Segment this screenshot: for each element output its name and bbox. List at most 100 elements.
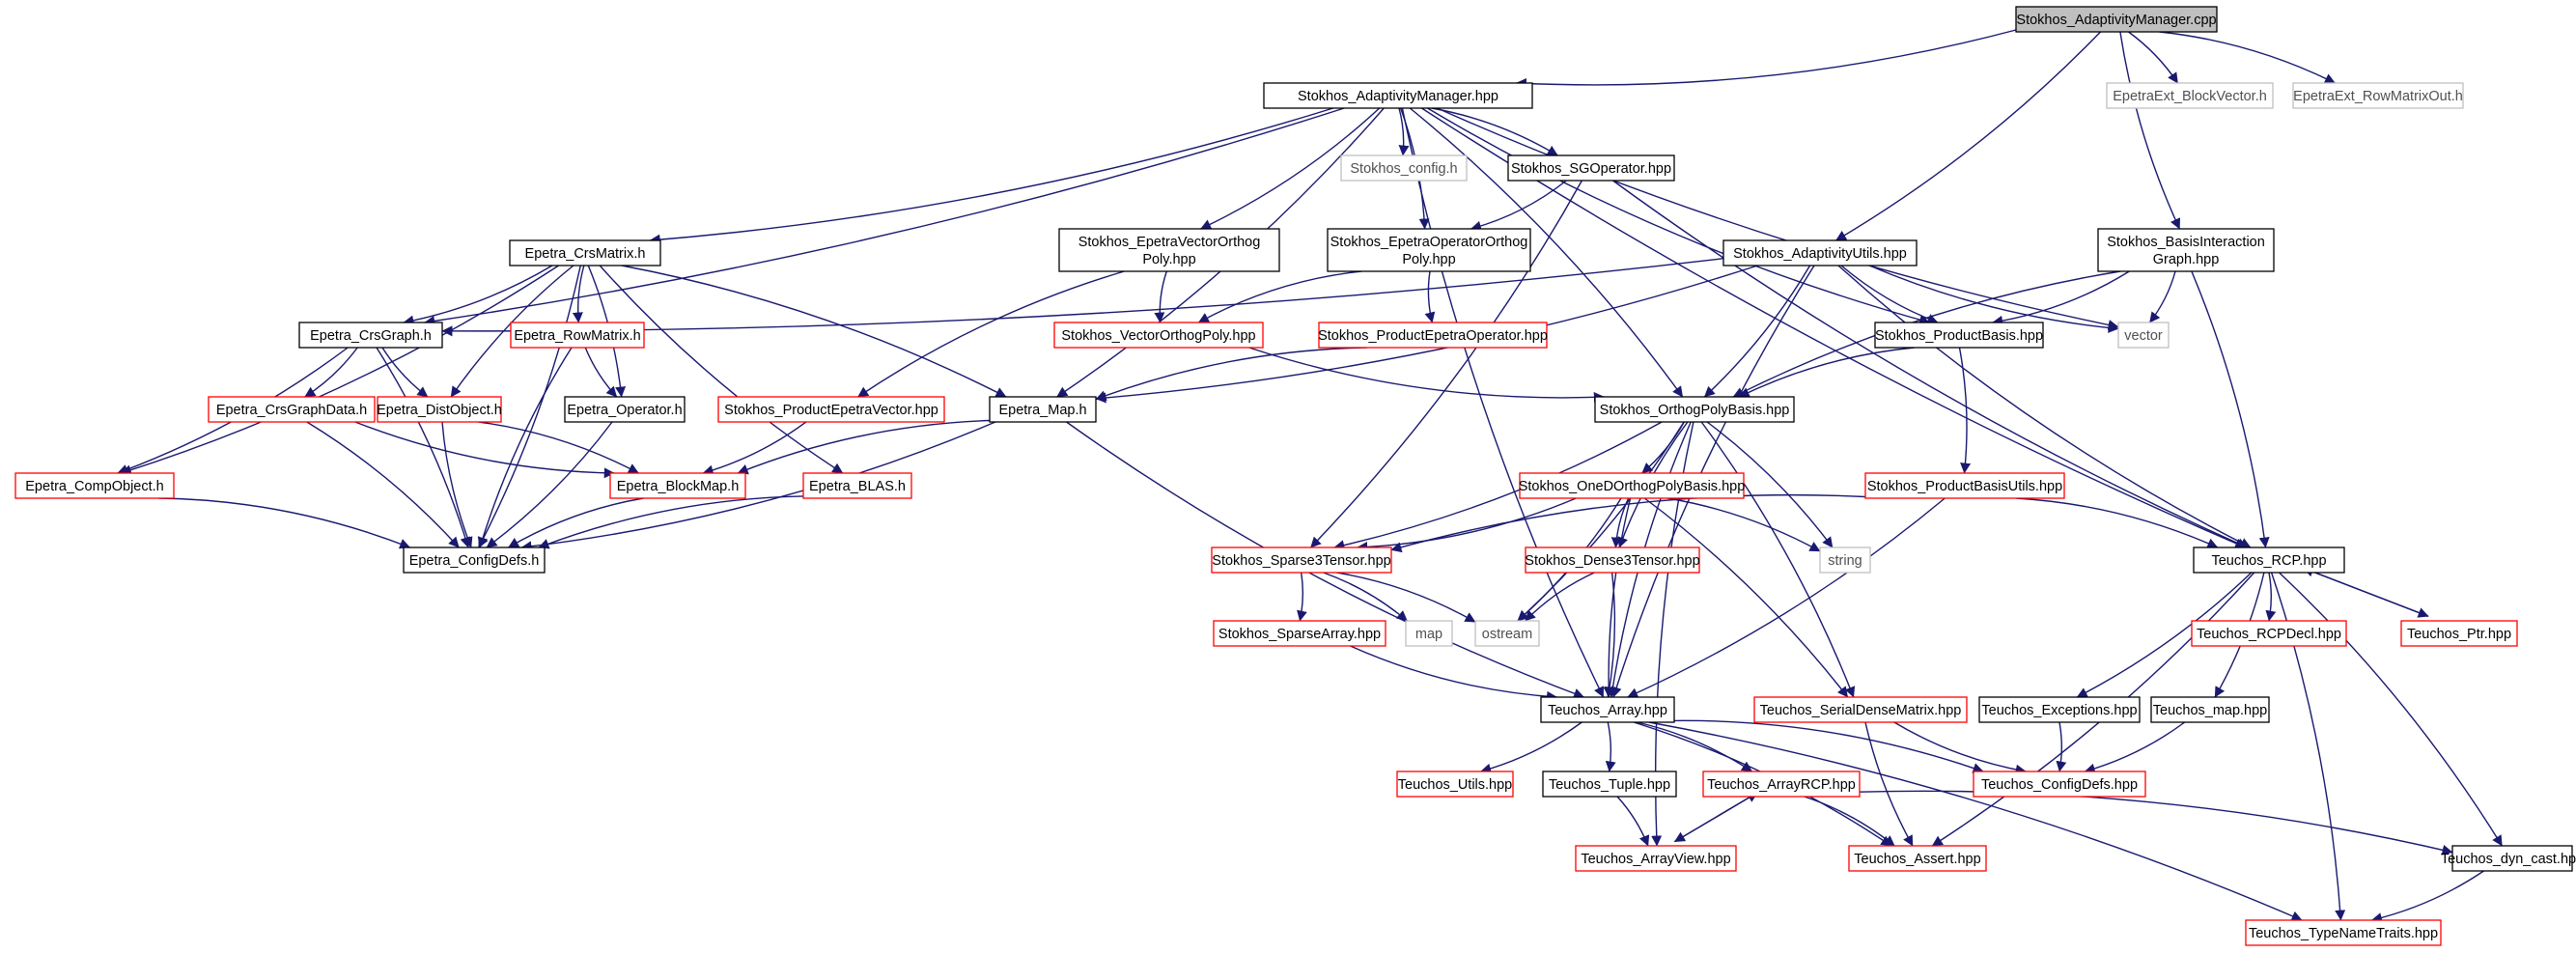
edge-mgr_hpp-to-config — [1398, 107, 1410, 156]
node-ext_bv[interactable]: EpetraExt_BlockVector.h — [2106, 82, 2274, 109]
node-crsgdata[interactable]: Epetra_CrsGraphData.h — [208, 396, 376, 423]
edge-crsmat-to-compobj — [120, 265, 559, 476]
edge-crsmat-to-distobj — [450, 265, 574, 398]
edge-tarray-to-tcfg — [1673, 719, 1984, 773]
node-mgr_cpp[interactable]: Stokhos_AdaptivityManager.cpp — [2015, 6, 2218, 33]
node-distobj[interactable]: Epetra_DistObject.h — [377, 396, 502, 423]
edge-tarray-to-tarcp — [1637, 721, 1753, 772]
edge-opb-to-string — [1706, 421, 1834, 548]
node-box-sgop — [1507, 154, 1675, 182]
node-box-opb — [1594, 396, 1795, 423]
node-pbutils[interactable]: Stokhos_ProductBasisUtils.hpp — [1864, 472, 2065, 499]
node-box-sparr — [1213, 620, 1386, 647]
node-label-vop: Stokhos_VectorOrthogPoly.hpp — [1061, 328, 1255, 344]
node-config[interactable]: Stokhos_config.h — [1340, 154, 1468, 182]
edge-bigraph-to-rcp — [2191, 270, 2270, 548]
node-box-rowmat — [510, 322, 645, 349]
node-label-vector: vector — [2124, 328, 2163, 344]
node-tmap[interactable]: Teuchos_map.hpp — [2150, 696, 2270, 723]
node-box-mgr_cpp — [2015, 6, 2218, 33]
node-tdyn[interactable]: Teuchos_dyn_cast.hpp — [2441, 845, 2576, 872]
node-rowmat[interactable]: Epetra_RowMatrix.h — [510, 322, 645, 349]
node-label-config: Stokhos_config.h — [1350, 161, 1457, 177]
node-box-distobj — [377, 396, 502, 423]
node-box-d3t — [1525, 547, 1700, 574]
node-mgr_hpp[interactable]: Stokhos_AdaptivityManager.hpp — [1263, 82, 1533, 109]
node-pbasis[interactable]: Stokhos_ProductBasis.hpp — [1874, 322, 2044, 349]
node-label-tassert: Teuchos_Assert.hpp — [1854, 852, 1980, 867]
node-texc[interactable]: Teuchos_Exceptions.hpp — [1978, 696, 2141, 723]
edge-eoop-to-peo — [1424, 270, 1436, 323]
node-blockmap[interactable]: Epetra_BlockMap.h — [609, 472, 746, 499]
node-pev[interactable]: Stokhos_ProductEpetraVector.hpp — [717, 396, 945, 423]
edge-pev-to-blockmap — [702, 421, 807, 476]
node-label-crsmat: Epetra_CrsMatrix.h — [525, 246, 646, 262]
edge-odopb-to-tarray — [1603, 497, 1632, 698]
node-vop[interactable]: Stokhos_VectorOrthogPoly.hpp — [1053, 322, 1264, 349]
node-box-pbutils — [1864, 472, 2065, 499]
node-box-tdyn — [2451, 845, 2573, 872]
node-label-bigraph-line2: Graph.hpp — [2153, 252, 2220, 267]
node-tassert[interactable]: Teuchos_Assert.hpp — [1848, 845, 1987, 872]
edge-crsmat-to-cfgdefs — [478, 265, 581, 548]
node-blas[interactable]: Epetra_BLAS.h — [802, 472, 912, 499]
node-operator[interactable]: Epetra_Operator.h — [564, 396, 686, 423]
edge-rowmat-to-cfgdefs — [477, 347, 573, 548]
node-ptr[interactable]: Teuchos_Ptr.hpp — [2400, 620, 2518, 647]
node-ttuple[interactable]: Teuchos_Tuple.hpp — [1542, 771, 1677, 798]
node-crsmat[interactable]: Epetra_CrsMatrix.h — [509, 239, 661, 266]
edge-sgop-to-rcp — [1612, 180, 2249, 548]
node-box-mapstd — [1405, 620, 1453, 647]
node-ostream[interactable]: ostream — [1474, 620, 1540, 647]
node-cfgdefs[interactable]: Epetra_ConfigDefs.h — [403, 547, 546, 574]
node-rcp[interactable]: Teuchos_RCP.hpp — [2193, 547, 2345, 574]
node-box-blas — [802, 472, 912, 499]
node-box-ttuple — [1542, 771, 1677, 798]
node-sdm[interactable]: Teuchos_SerialDenseMatrix.hpp — [1753, 696, 1968, 723]
node-label-distobj: Epetra_DistObject.h — [377, 403, 502, 418]
node-label-mgr_hpp: Stokhos_AdaptivityManager.hpp — [1298, 89, 1498, 104]
node-string[interactable]: string — [1819, 547, 1871, 574]
edge-odopb-to-string — [1667, 497, 1821, 552]
node-tutils[interactable]: Teuchos_Utils.hpp — [1396, 771, 1514, 798]
node-label-pev: Stokhos_ProductEpetraVector.hpp — [724, 403, 938, 418]
node-box-compobj — [14, 472, 175, 499]
node-tcfg[interactable]: Teuchos_ConfigDefs.hpp — [1973, 771, 2146, 798]
node-ext_rmo[interactable]: EpetraExt_RowMatrixOut.h — [2292, 82, 2464, 109]
node-label-string: string — [1828, 553, 1862, 569]
node-label-ptr: Teuchos_Ptr.hpp — [2407, 627, 2511, 642]
node-ttnt[interactable]: Teuchos_TypeNameTraits.hpp — [2245, 919, 2442, 946]
node-tav[interactable]: Teuchos_ArrayView.hpp — [1575, 845, 1737, 872]
edge-autils-to-opb — [1703, 265, 1811, 398]
node-box-tutils — [1396, 771, 1514, 798]
edge-crsgraph-to-crsgdata — [304, 347, 358, 398]
node-d3t[interactable]: Stokhos_Dense3Tensor.hpp — [1525, 547, 1700, 574]
edge-mgr_cpp-to-autils — [1835, 31, 2102, 241]
edge-peo-to-map — [1095, 347, 1367, 401]
node-autils[interactable]: Stokhos_AdaptivityUtils.hpp — [1722, 239, 1918, 266]
node-tarcp[interactable]: Teuchos_ArrayRCP.hpp — [1702, 771, 1861, 798]
node-opb[interactable]: Stokhos_OrthogPolyBasis.hpp — [1594, 396, 1795, 423]
node-label-ttuple: Teuchos_Tuple.hpp — [1549, 777, 1670, 793]
node-s3t[interactable]: Stokhos_Sparse3Tensor.hpp — [1211, 547, 1392, 574]
node-compobj[interactable]: Epetra_CompObject.h — [14, 472, 175, 499]
node-sgop[interactable]: Stokhos_SGOperator.hpp — [1507, 154, 1675, 182]
node-label-tav: Teuchos_ArrayView.hpp — [1581, 852, 1730, 867]
node-odopb[interactable]: Stokhos_OneDOrthogPolyBasis.hpp — [1519, 472, 1746, 499]
node-label-ext_rmo: EpetraExt_RowMatrixOut.h — [2293, 89, 2463, 104]
edge-crsmat-to-map — [621, 265, 1007, 398]
node-tarray[interactable]: Teuchos_Array.hpp — [1540, 696, 1675, 723]
node-vector[interactable]: vector — [2117, 322, 2170, 349]
node-rcpdecl[interactable]: Teuchos_RCPDecl.hpp — [2191, 620, 2347, 647]
edge-mgr_hpp-to-sgop — [1431, 107, 1558, 156]
node-crsgraph[interactable]: Epetra_CrsGraph.h — [298, 322, 443, 349]
edge-tarray-to-ttnt — [1648, 721, 2303, 921]
node-mapstd[interactable]: map — [1405, 620, 1453, 647]
node-map[interactable]: Epetra_Map.h — [989, 396, 1097, 423]
node-sparr[interactable]: Stokhos_SparseArray.hpp — [1213, 620, 1386, 647]
edge-mgr_hpp-to-pbasis — [1427, 107, 1931, 325]
node-peo[interactable]: Stokhos_ProductEpetraOperator.hpp — [1318, 322, 1548, 349]
